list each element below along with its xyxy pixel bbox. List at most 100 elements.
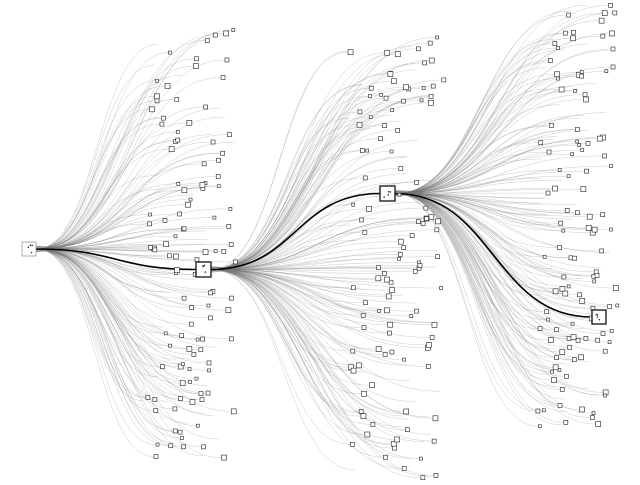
leaf-node bbox=[538, 140, 544, 145]
leaf-node bbox=[228, 295, 234, 301]
edge bbox=[210, 266, 438, 270]
edge bbox=[35, 40, 206, 250]
leaf-node bbox=[350, 285, 356, 290]
edge bbox=[210, 45, 413, 270]
leaf-node bbox=[562, 290, 569, 297]
leaf-node bbox=[429, 335, 435, 340]
leaf-node bbox=[174, 267, 180, 273]
edge bbox=[210, 269, 393, 449]
edge bbox=[210, 269, 415, 402]
leaf-node bbox=[552, 41, 558, 46]
leaf-node bbox=[575, 338, 581, 343]
edge bbox=[394, 129, 576, 194]
leaf-node bbox=[580, 186, 587, 192]
leaf-node bbox=[231, 28, 236, 32]
leaf-node bbox=[432, 415, 439, 422]
leaf-node bbox=[554, 327, 559, 333]
edge bbox=[210, 173, 407, 270]
leaf-node bbox=[564, 208, 570, 213]
edge bbox=[35, 248, 191, 360]
edge bbox=[394, 94, 583, 194]
leaf-node bbox=[417, 263, 423, 268]
edge bbox=[210, 269, 427, 346]
leaf-node bbox=[600, 33, 606, 39]
edge bbox=[35, 248, 174, 432]
leaf-node bbox=[177, 211, 182, 217]
leaf-node bbox=[360, 312, 366, 318]
edge bbox=[35, 248, 187, 350]
leaf-node bbox=[542, 408, 546, 413]
leaf-node bbox=[426, 342, 432, 348]
edge bbox=[394, 193, 590, 319]
leaf-node bbox=[563, 420, 569, 425]
leaf-node bbox=[433, 473, 439, 478]
leaf-node bbox=[200, 336, 205, 342]
leaf-node bbox=[193, 63, 199, 69]
leaf-node bbox=[228, 336, 234, 342]
edge bbox=[35, 194, 194, 250]
leaf-node bbox=[571, 357, 577, 362]
edge bbox=[394, 193, 568, 413]
leaf-node bbox=[210, 139, 216, 145]
edge bbox=[35, 248, 197, 340]
edge bbox=[394, 12, 603, 194]
leaf-node bbox=[206, 303, 211, 308]
leaf-node bbox=[228, 242, 234, 247]
leaf-node bbox=[548, 58, 553, 63]
edge bbox=[35, 248, 192, 355]
leaf-node bbox=[389, 149, 394, 154]
edge bbox=[210, 109, 391, 270]
hub-box bbox=[195, 261, 212, 278]
leaf-node bbox=[228, 207, 233, 211]
leaf-node bbox=[416, 219, 421, 224]
leaf-node bbox=[435, 254, 440, 259]
leaf-node bbox=[378, 136, 383, 141]
edge bbox=[394, 193, 602, 268]
edge bbox=[35, 248, 173, 443]
leaf-node bbox=[227, 132, 232, 137]
edge bbox=[35, 248, 179, 367]
edge bbox=[210, 269, 388, 334]
leaf-node bbox=[610, 64, 616, 70]
leaf-node bbox=[595, 337, 600, 343]
hub-speckle bbox=[595, 313, 598, 316]
leaf-node bbox=[552, 364, 559, 371]
leaf-node bbox=[361, 390, 367, 397]
edge bbox=[35, 176, 217, 250]
leaf-node bbox=[537, 326, 543, 331]
edge bbox=[394, 151, 547, 194]
leaf-node bbox=[356, 121, 363, 128]
leaf-nodes-layer bbox=[145, 3, 620, 480]
edge bbox=[35, 248, 169, 446]
edge bbox=[394, 193, 591, 418]
hub-speckle bbox=[596, 316, 599, 318]
leaf-node bbox=[208, 315, 213, 321]
leaf-node bbox=[579, 406, 585, 413]
leaf-node bbox=[233, 259, 238, 265]
edge bbox=[35, 52, 169, 250]
leaf-node bbox=[609, 164, 613, 168]
leaf-node bbox=[544, 309, 550, 315]
leaf-node bbox=[213, 249, 218, 253]
leaf-node bbox=[419, 456, 423, 461]
edge bbox=[394, 43, 553, 194]
leaf-node bbox=[389, 349, 395, 355]
leaf-node bbox=[416, 46, 421, 52]
leaf-node bbox=[384, 307, 390, 314]
leaf-node bbox=[570, 321, 575, 326]
edge bbox=[210, 269, 411, 459]
leaf-node bbox=[226, 224, 232, 229]
leaf-node bbox=[409, 314, 414, 318]
leaf-node bbox=[570, 35, 576, 42]
leaf-node bbox=[572, 255, 577, 261]
edge bbox=[35, 248, 154, 411]
edge bbox=[35, 248, 153, 400]
leaf-node bbox=[152, 247, 158, 253]
leaf-node bbox=[145, 395, 151, 400]
leaf-node bbox=[585, 141, 591, 146]
leaf-node bbox=[181, 187, 188, 194]
leaf-node bbox=[180, 436, 184, 440]
edge bbox=[35, 248, 190, 403]
leaf-node bbox=[599, 248, 605, 254]
leaf-node bbox=[154, 93, 160, 100]
